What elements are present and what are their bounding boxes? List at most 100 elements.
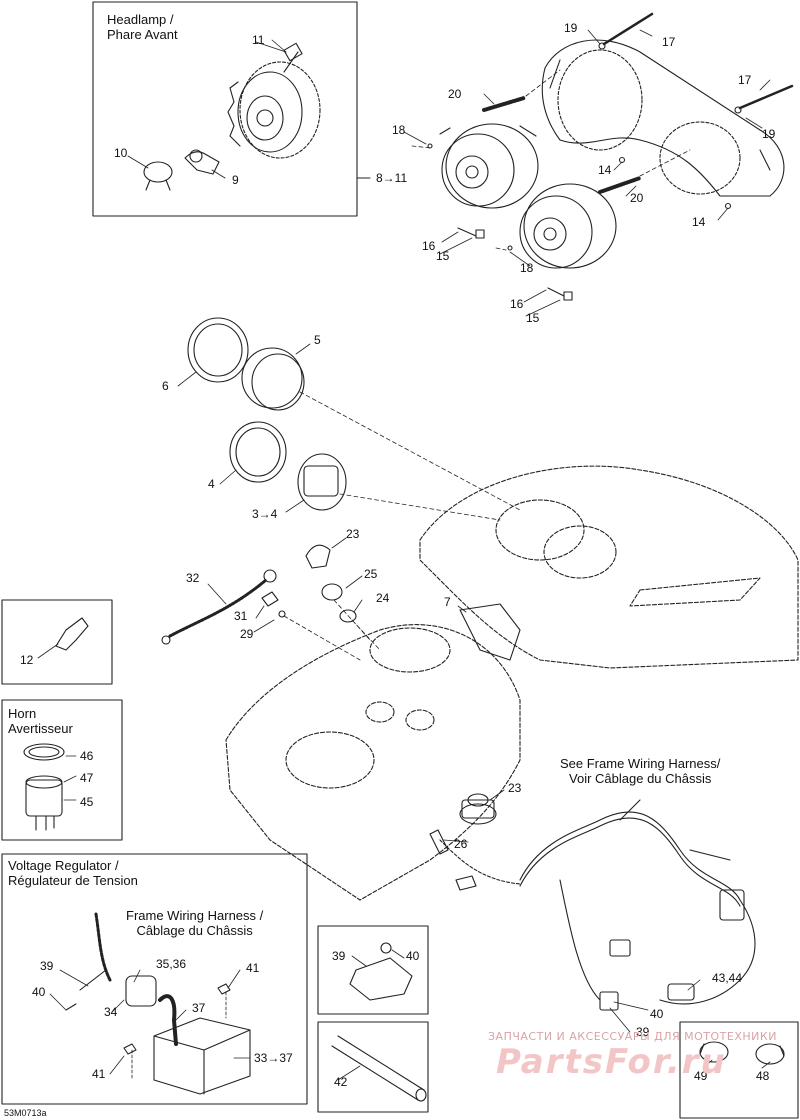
watermark-caption: ЗАПЧАСТИ И АКСЕССУАРЫ ДЛЯ МОТОТЕХНИКИ <box>488 1030 777 1043</box>
callout-42: 42 <box>334 1075 348 1089</box>
headlamp-box <box>92 1 358 217</box>
callout-47: 47 <box>80 771 94 785</box>
callout-41: 41 <box>246 961 260 975</box>
grommet-25 <box>321 583 343 601</box>
watermark-brand: PartsFor.ru <box>496 1042 727 1082</box>
right-lamp-drawing <box>519 183 617 269</box>
tube-box <box>317 1021 429 1113</box>
frame-harness-note: Frame Wiring Harness / Câblage du Châssi… <box>126 908 264 938</box>
callout-9: 9 <box>232 173 239 187</box>
callout-48: 48 <box>756 1069 770 1083</box>
callout-17: 17 <box>738 73 752 87</box>
plug-31 <box>261 591 279 607</box>
callout-26: 26 <box>454 837 468 851</box>
callout-6: 6 <box>162 379 169 393</box>
clip-part-39 <box>349 957 413 1001</box>
callout-11: 11 <box>252 33 265 47</box>
callout-39: 39 <box>636 1025 650 1039</box>
clamps-drawing <box>699 1041 785 1065</box>
regulator-drawing <box>65 912 251 1095</box>
bezel-ring-6 <box>187 317 249 383</box>
callout-24: 24 <box>376 591 390 605</box>
headlamp-box-title: Headlamp / Phare Avant <box>107 12 178 42</box>
bezel-ring-4 <box>229 421 287 483</box>
callout-40: 40 <box>650 1007 664 1021</box>
callout-14: 14 <box>692 215 706 229</box>
horn-drawing <box>23 743 65 831</box>
callout-41: 41 <box>92 1067 106 1081</box>
left-lamp-drawing <box>439 123 539 209</box>
connector-26 <box>429 829 449 855</box>
long-bolts-drawing <box>598 12 794 114</box>
callout-29: 29 <box>240 627 254 641</box>
callout-35-36: 35,36 <box>156 957 187 971</box>
upper-body-drawing <box>419 465 799 669</box>
callout-31: 31 <box>234 609 248 623</box>
callout-8-to-11: 8→11 <box>376 171 408 185</box>
clip-part-box <box>317 925 429 1015</box>
callout-33-to-37: 33→37 <box>254 1051 293 1065</box>
callout-39: 39 <box>332 949 346 963</box>
lens-5 <box>241 347 305 411</box>
callout-16: 16 <box>510 297 524 311</box>
callout-23: 23 <box>508 781 522 795</box>
small-screws-drawing <box>427 143 732 301</box>
callout-40: 40 <box>32 985 46 999</box>
callout-25: 25 <box>364 567 378 581</box>
bulb-drawing <box>143 149 220 191</box>
callout-23: 23 <box>346 527 360 541</box>
callout-12: 12 <box>20 653 34 667</box>
callout-7: 7 <box>444 595 451 609</box>
horn-box-title: Horn Avertisseur <box>8 706 73 736</box>
cover-7 <box>459 603 521 661</box>
callout-19: 19 <box>762 127 776 141</box>
callout-34: 34 <box>104 1005 118 1019</box>
tube-42 <box>331 1035 425 1101</box>
callout-10: 10 <box>114 146 128 160</box>
callout-39: 39 <box>40 959 54 973</box>
callout-15: 15 <box>436 249 450 263</box>
callout-4: 4 <box>208 477 215 491</box>
part-29 <box>278 610 286 618</box>
headlamp-housing-drawing <box>227 42 321 159</box>
callout-18: 18 <box>520 261 534 275</box>
callout-16: 16 <box>422 239 436 253</box>
clamp-box <box>679 1021 799 1119</box>
callout-45: 45 <box>80 795 94 809</box>
cap-23-top <box>305 544 331 569</box>
connector-40 <box>599 991 619 1011</box>
headlamp-frame-drawing <box>541 39 785 197</box>
callout-46: 46 <box>80 749 94 763</box>
callout-40: 40 <box>406 949 420 963</box>
grommet-24 <box>339 609 357 623</box>
leader-lines <box>37 29 771 1081</box>
center-console-drawing <box>225 624 521 901</box>
wiring-harness-drawing <box>439 799 756 1005</box>
springs-drawing <box>482 96 642 194</box>
callout-20: 20 <box>630 191 644 205</box>
callout-32: 32 <box>186 571 200 585</box>
voltage-regulator-box <box>1 853 308 1105</box>
gauge-3 <box>297 453 347 511</box>
voltage-regulator-box-title: Voltage Regulator / Régulateur de Tensio… <box>8 858 138 888</box>
clip-12 <box>55 617 89 651</box>
callout-17: 17 <box>662 35 676 49</box>
figure-code: 53M0713a <box>4 1108 47 1118</box>
callout-19: 19 <box>564 21 578 35</box>
clip-box <box>1 599 113 685</box>
callout-3-to-4: 3→4 <box>252 507 278 521</box>
callout-37: 37 <box>192 1001 206 1015</box>
callout-18: 18 <box>392 123 406 137</box>
callout-43-44: 43,44 <box>712 971 743 985</box>
horn-box <box>1 699 123 841</box>
callout-14: 14 <box>598 163 612 177</box>
callout-5: 5 <box>314 333 321 347</box>
spring-cord-32 <box>168 578 268 638</box>
callout-20: 20 <box>448 87 462 101</box>
see-frame-harness-note: See Frame Wiring Harness/ Voir Câblage d… <box>560 756 721 786</box>
callout-49: 49 <box>694 1069 708 1083</box>
ignition-switch-23 <box>459 793 497 825</box>
callout-15: 15 <box>526 311 540 325</box>
